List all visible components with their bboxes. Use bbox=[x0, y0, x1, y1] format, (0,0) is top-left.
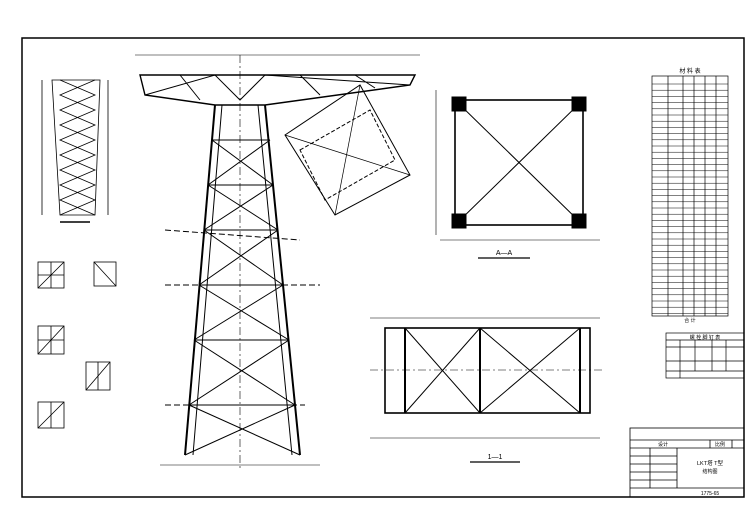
title-project: LKT塔 T型 bbox=[697, 459, 723, 467]
detail-views bbox=[37, 261, 117, 429]
material-table-title: 材 料 表 bbox=[679, 67, 700, 75]
material-total: 合 计 bbox=[684, 317, 695, 324]
section-label-aa: A—A bbox=[496, 250, 513, 257]
title-block bbox=[629, 427, 745, 498]
bolt-table-title: 螺 栓 脚 钉 表 bbox=[690, 334, 721, 341]
material-table-rows bbox=[652, 83, 728, 314]
plan-view-a-a bbox=[435, 90, 600, 259]
section-label-1-1: 1—1 bbox=[488, 454, 503, 461]
material-table bbox=[651, 75, 729, 317]
title-drawing-number: 1775-65 bbox=[701, 491, 720, 497]
bolt-table bbox=[665, 332, 745, 379]
overall-elevation-view bbox=[41, 79, 109, 223]
tower-main-elevation bbox=[135, 54, 420, 470]
title-designer: 设计 bbox=[658, 441, 668, 448]
title-subtitle: 结构图 bbox=[702, 468, 717, 475]
section-view-1-1 bbox=[370, 317, 605, 463]
title-scale: 比例 bbox=[715, 441, 725, 448]
drawing-frame bbox=[21, 37, 745, 498]
